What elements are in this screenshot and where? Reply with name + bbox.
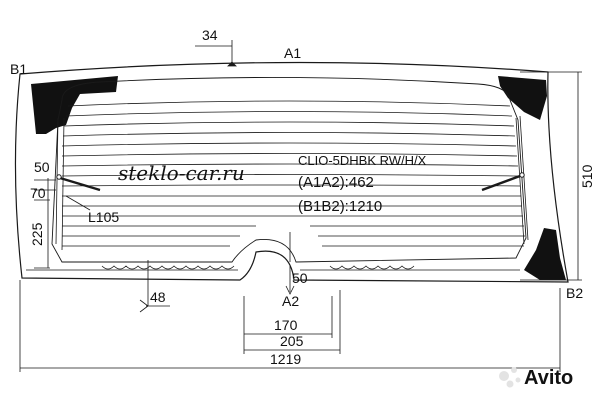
- watermark: steklo-car.ru: [118, 161, 245, 185]
- glass-outline: [14, 61, 569, 283]
- point-b2: B2: [566, 285, 583, 301]
- point-a2: A2: [282, 293, 299, 309]
- bus-bar-left: [55, 117, 65, 251]
- dim-34: 34: [202, 27, 218, 43]
- dim-50-left: 50: [34, 159, 50, 175]
- avito-dot-icon: [511, 367, 517, 373]
- dim-225: 225: [29, 222, 45, 246]
- black-corner-top-left: [31, 76, 118, 134]
- avito-text: Avito: [524, 367, 573, 389]
- dim-48: 48: [150, 289, 166, 305]
- dim-70: 70: [30, 185, 46, 201]
- black-corner-top-right: [498, 76, 547, 120]
- avito-dot-icon: [499, 371, 509, 381]
- pivot-right-icon: [519, 172, 525, 178]
- wiper-right: [481, 174, 521, 192]
- dim-1219: 1219: [270, 351, 301, 367]
- dim-510: 510: [579, 164, 595, 188]
- avito-logo: Avito: [499, 367, 573, 389]
- avito-dot-icon: [506, 380, 514, 388]
- avito-dot-icon: [515, 377, 521, 383]
- heating-area-outline: [51, 77, 527, 263]
- dimension-lines: [19, 40, 582, 372]
- model-code: CLIO-5DHBK RW/H/X: [298, 153, 427, 168]
- a1a2-value: (A1A2):462: [298, 174, 374, 191]
- dim-170: 170: [274, 317, 298, 333]
- point-b1: B1: [10, 61, 27, 77]
- point-a1: A1: [284, 45, 301, 61]
- b1b2-value: (B1B2):1210: [298, 198, 382, 215]
- dim-50-bottom: 50: [292, 270, 308, 286]
- pivot-left-icon: [56, 174, 62, 180]
- heating-lines: [61, 100, 525, 247]
- dim-l105: L105: [88, 209, 119, 225]
- wiper-left: [59, 176, 101, 192]
- black-corner-bottom-right: [524, 228, 566, 280]
- dim-205: 205: [280, 333, 304, 349]
- dot-border-scallop: [101, 265, 235, 270]
- dot-border-scallop-right: [329, 265, 415, 270]
- bus-bar-right: [515, 115, 529, 245]
